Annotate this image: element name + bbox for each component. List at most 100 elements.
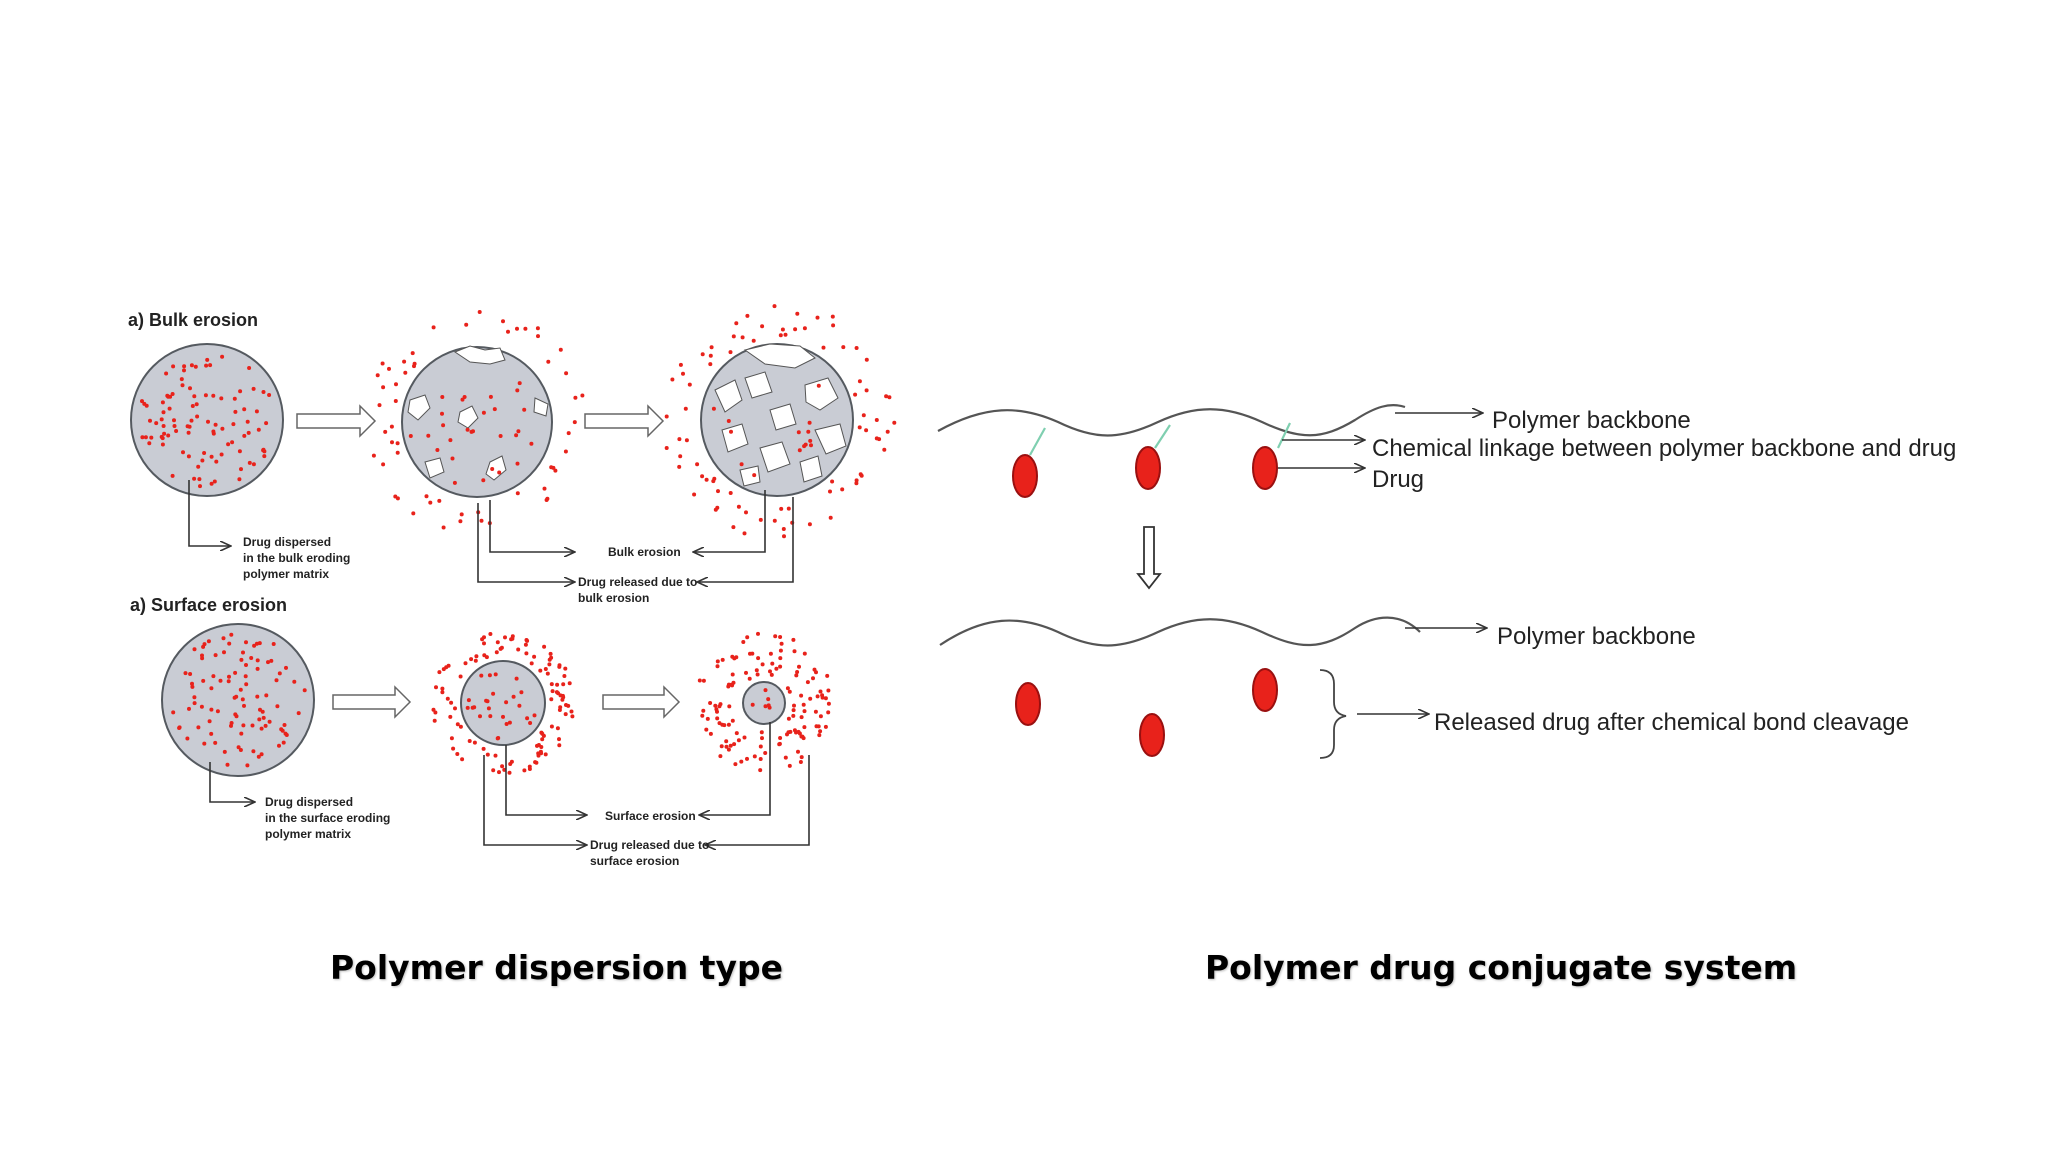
drug-dot — [143, 435, 148, 440]
drug-dot — [284, 733, 289, 737]
drug-dot — [711, 479, 716, 484]
bulk-erosion-title: a) Bulk erosion — [128, 310, 258, 330]
drug-dot — [455, 722, 460, 727]
drug-dot — [465, 427, 470, 432]
drug-dot — [783, 332, 788, 337]
drug-dot — [542, 486, 547, 491]
drug-dot — [719, 744, 724, 749]
drug-dot — [683, 406, 688, 411]
drug-dot — [549, 724, 554, 729]
drug-dot — [198, 484, 202, 489]
conjugate-panel: Polymer backbone Chemical linkage betwee… — [937, 403, 1956, 759]
drug-dot — [449, 700, 454, 705]
drug-dot — [740, 335, 745, 340]
drug-dot — [778, 648, 783, 653]
drug-dot — [664, 446, 669, 450]
drug-dot — [187, 424, 192, 429]
drug-dot — [742, 531, 747, 536]
drug-dot — [203, 393, 208, 398]
drug-dot — [808, 696, 813, 701]
bulk-late-drug-dots — [664, 304, 897, 539]
drug-dot — [818, 729, 823, 734]
bulk-callout-lines — [188, 480, 794, 582]
drug-dot — [220, 426, 225, 431]
drug-dot — [477, 310, 482, 314]
drug-dot — [242, 407, 247, 412]
drug-dot — [237, 477, 242, 482]
drug-dot — [546, 359, 551, 364]
drug-dot — [511, 694, 516, 699]
drug-dot — [517, 703, 522, 708]
drug-dot — [778, 635, 783, 639]
drug-dot — [282, 723, 287, 727]
drug-dot — [726, 419, 731, 423]
drug-dot — [162, 431, 167, 436]
drug-dot — [266, 660, 270, 665]
drug-dot — [734, 731, 739, 736]
drug-dot — [728, 743, 733, 748]
drug-dot — [259, 752, 264, 757]
drug-dot — [742, 735, 747, 740]
drug-dot — [538, 749, 543, 754]
drug-dot — [501, 714, 505, 719]
drug-dot — [412, 364, 416, 369]
drug-dot — [859, 473, 864, 478]
drug-dot — [140, 399, 144, 404]
surface-erosion-panel: a) Surface erosion Drug dispersed in the… — [130, 595, 831, 868]
drug-dot — [569, 709, 574, 714]
drug-dot — [726, 747, 731, 752]
drug-dot — [558, 347, 563, 352]
drug-dot — [238, 687, 243, 692]
drug-dot — [402, 359, 407, 364]
drug-dot — [484, 655, 489, 660]
drug-dot — [211, 429, 216, 434]
drug-dot — [803, 442, 808, 447]
drug-dot — [225, 762, 230, 767]
drug-dot — [777, 741, 782, 746]
drug-dot — [441, 423, 446, 428]
bulk-matrix-initial — [130, 343, 284, 497]
drug-dot — [469, 657, 474, 662]
drug-dot — [795, 670, 800, 674]
drug-dot — [488, 394, 493, 399]
drug-dot — [196, 464, 201, 469]
drug-dot — [209, 707, 214, 712]
conjugate-label-arrows — [1278, 413, 1482, 468]
drug-dot — [371, 453, 376, 458]
drug-dot — [840, 487, 845, 492]
drug-dot — [756, 631, 760, 636]
drug-dot — [772, 518, 777, 523]
drug-dot — [431, 325, 436, 330]
drug-dot — [818, 714, 823, 719]
drug-dot — [722, 723, 727, 728]
drug-dot — [208, 363, 213, 368]
drug-dot — [179, 377, 184, 382]
drug-dot — [515, 491, 520, 496]
drug-dot — [497, 470, 502, 475]
drug-dot — [395, 450, 400, 455]
drug-dot — [522, 768, 527, 773]
drug-dot — [171, 710, 176, 715]
drug-dot — [243, 674, 248, 679]
drug-dot — [242, 433, 247, 438]
label-drug: Drug — [1372, 466, 1424, 493]
drug-dot — [196, 725, 201, 730]
drug-dot — [435, 448, 440, 452]
drug-dot — [549, 697, 554, 702]
drug-dot — [785, 686, 790, 691]
drug-dot — [523, 326, 528, 331]
drug-dot — [525, 638, 530, 643]
drug-dot — [172, 418, 176, 423]
drug-dot — [514, 433, 519, 438]
drug-dot — [261, 715, 266, 720]
drug-dot — [212, 479, 217, 484]
drug-dot — [887, 395, 892, 400]
drug-dot — [213, 422, 218, 427]
drug-dot — [728, 350, 733, 355]
drug-dot — [813, 709, 818, 714]
drug-dot — [678, 454, 683, 459]
drug-dot — [715, 664, 720, 669]
drug-dot — [464, 322, 469, 327]
drug-dot — [252, 643, 257, 648]
drug-dot — [488, 632, 493, 636]
